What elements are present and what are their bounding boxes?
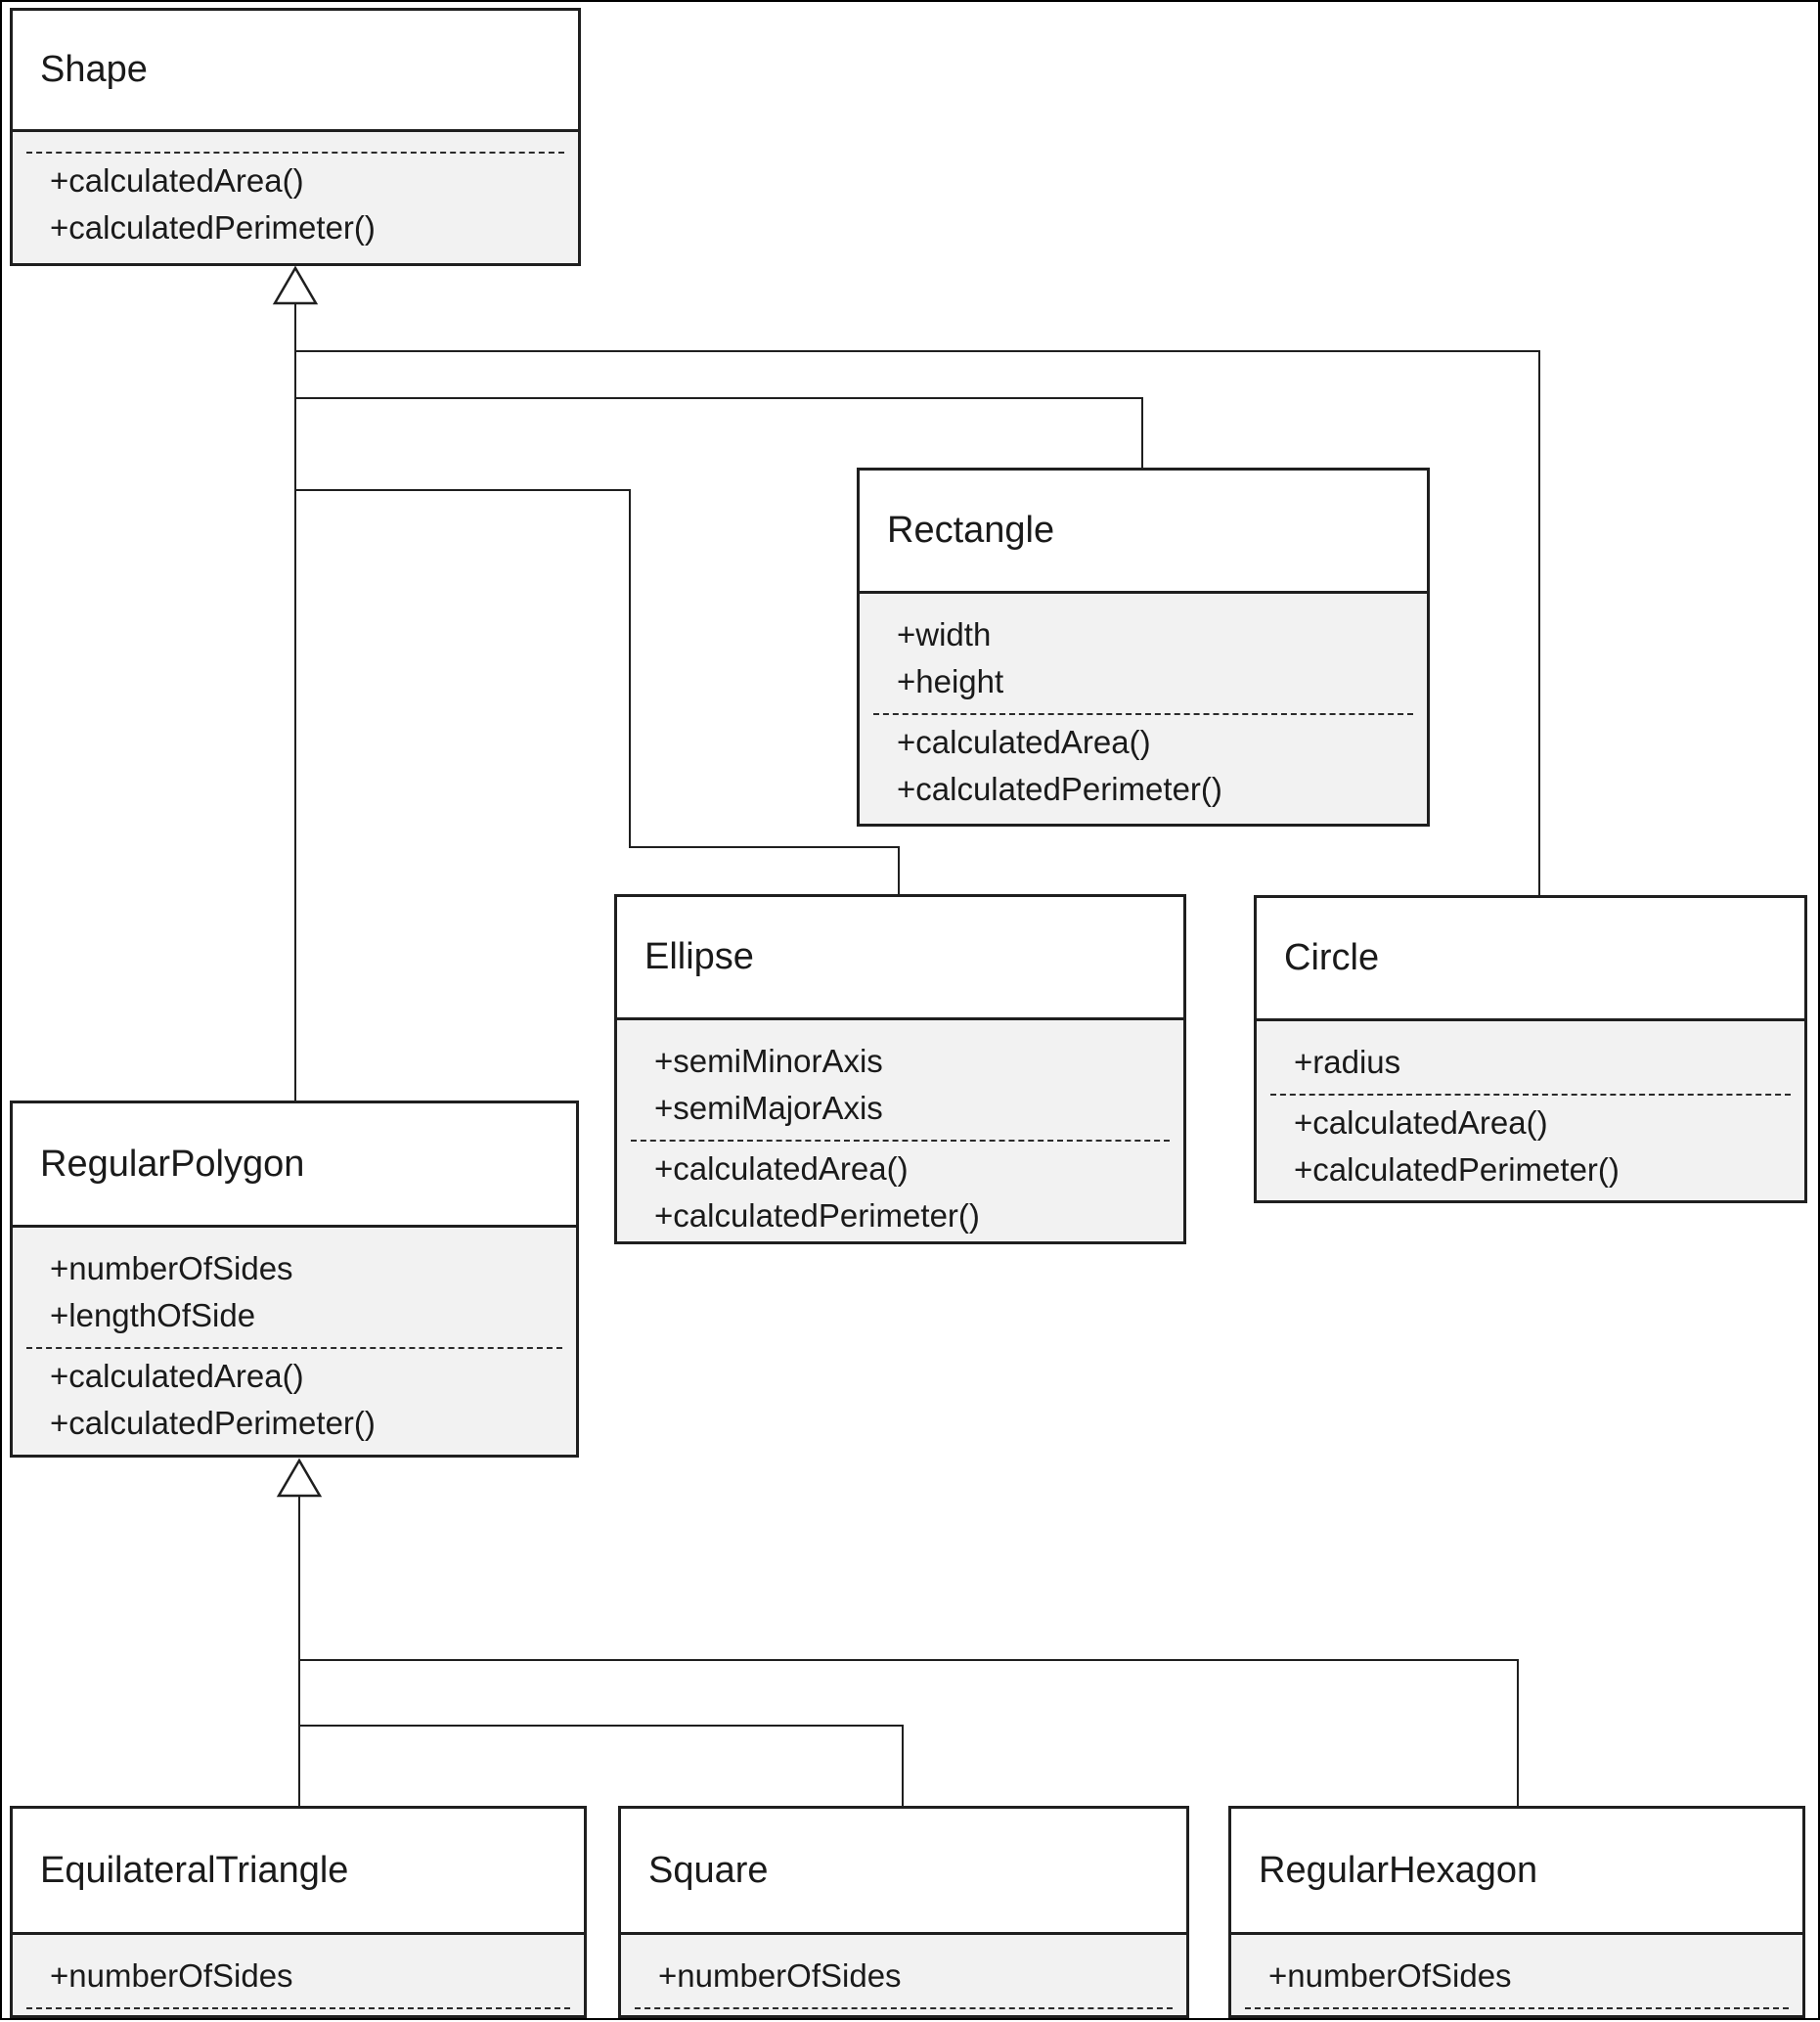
attribute: +radius	[1294, 1044, 1401, 1080]
attribute: +numberOfSides	[658, 1957, 902, 1994]
method: +calculatedArea()	[897, 724, 1151, 760]
attribute: +numberOfSides	[50, 1250, 293, 1286]
inheritance-arrow-regularpolygon	[276, 1458, 323, 1498]
class-members: +numberOfSides	[1231, 1935, 1802, 2015]
attribute: +width	[897, 616, 992, 652]
attributes-methods-separator	[631, 1140, 1170, 1142]
attribute: +lengthOfSide	[50, 1297, 256, 1333]
class-name: EquilateralTriangle	[40, 1849, 349, 1891]
class-box-circle: Circle +radius +calculatedArea() +calcul…	[1254, 895, 1807, 1203]
class-title-bar: Rectangle	[860, 471, 1427, 594]
attribute: +height	[897, 663, 1004, 699]
connector-ellipse-to-shape	[295, 489, 900, 894]
class-members: +calculatedArea() +calculatedPerimeter()	[13, 132, 578, 263]
attributes-methods-separator	[873, 713, 1413, 715]
attribute: +semiMajorAxis	[654, 1090, 883, 1126]
method: +calculatedPerimeter()	[897, 771, 1222, 807]
class-box-shape: Shape +calculatedArea() +calculatedPerim…	[10, 8, 581, 266]
method: +calculatedArea()	[1294, 1104, 1548, 1141]
connector-square-to-regularpolygon	[299, 1725, 904, 1806]
class-members: +numberOfSides +lengthOfSide +calculated…	[13, 1228, 576, 1455]
inheritance-arrow-shape	[272, 265, 319, 305]
class-title-bar: EquilateralTriangle	[13, 1809, 584, 1935]
method: +calculatedPerimeter()	[50, 209, 376, 246]
class-members: +numberOfSides	[13, 1935, 584, 2015]
class-members: +radius +calculatedArea() +calculatedPer…	[1257, 1021, 1804, 1200]
connector-regularhexagon-to-regularpolygon	[299, 1659, 1519, 1806]
class-title-bar: Ellipse	[617, 897, 1183, 1020]
class-box-equilateraltriangle: EquilateralTriangle +numberOfSides	[10, 1806, 587, 2018]
class-name: Circle	[1284, 937, 1380, 978]
class-title-bar: RegularHexagon	[1231, 1809, 1802, 1935]
class-box-rectangle: Rectangle +width +height +calculatedArea…	[857, 468, 1430, 827]
class-title-bar: Square	[621, 1809, 1186, 1935]
class-members: +width +height +calculatedArea() +calcul…	[860, 594, 1427, 824]
attributes-methods-separator	[26, 1347, 562, 1349]
class-box-regularpolygon: RegularPolygon +numberOfSides +lengthOfS…	[10, 1101, 579, 1458]
class-name: Ellipse	[644, 936, 754, 977]
class-box-ellipse: Ellipse +semiMinorAxis +semiMajorAxis +c…	[614, 894, 1186, 1244]
attributes-methods-separator	[635, 2007, 1173, 2009]
class-name: RegularPolygon	[40, 1143, 305, 1185]
class-title-bar: RegularPolygon	[13, 1103, 576, 1228]
attribute: +numberOfSides	[1268, 1957, 1512, 1994]
method: +calculatedArea()	[50, 162, 304, 199]
attributes-methods-separator	[26, 2007, 570, 2009]
class-name: RegularHexagon	[1259, 1849, 1538, 1891]
method: +calculatedPerimeter()	[654, 1197, 980, 1234]
class-title-bar: Circle	[1257, 898, 1804, 1021]
attributes-methods-separator	[26, 152, 564, 154]
class-name: Shape	[40, 49, 148, 90]
connector-rectangle-to-shape	[295, 397, 1143, 468]
method: +calculatedPerimeter()	[50, 1405, 376, 1441]
method: +calculatedArea()	[50, 1358, 304, 1394]
class-box-square: Square +numberOfSides	[618, 1806, 1189, 2018]
class-title-bar: Shape	[13, 11, 578, 132]
class-name: Rectangle	[887, 510, 1055, 551]
attributes-methods-separator	[1245, 2007, 1789, 2009]
class-name: Square	[648, 1849, 769, 1891]
class-members: +numberOfSides	[621, 1935, 1186, 2015]
attribute: +numberOfSides	[50, 1957, 293, 1994]
attribute: +semiMinorAxis	[654, 1043, 883, 1079]
class-members: +semiMinorAxis +semiMajorAxis +calculate…	[617, 1020, 1183, 1241]
class-box-regularhexagon: RegularHexagon +numberOfSides	[1228, 1806, 1805, 2018]
attributes-methods-separator	[1270, 1094, 1791, 1096]
method: +calculatedArea()	[654, 1150, 909, 1187]
method: +calculatedPerimeter()	[1294, 1151, 1620, 1188]
